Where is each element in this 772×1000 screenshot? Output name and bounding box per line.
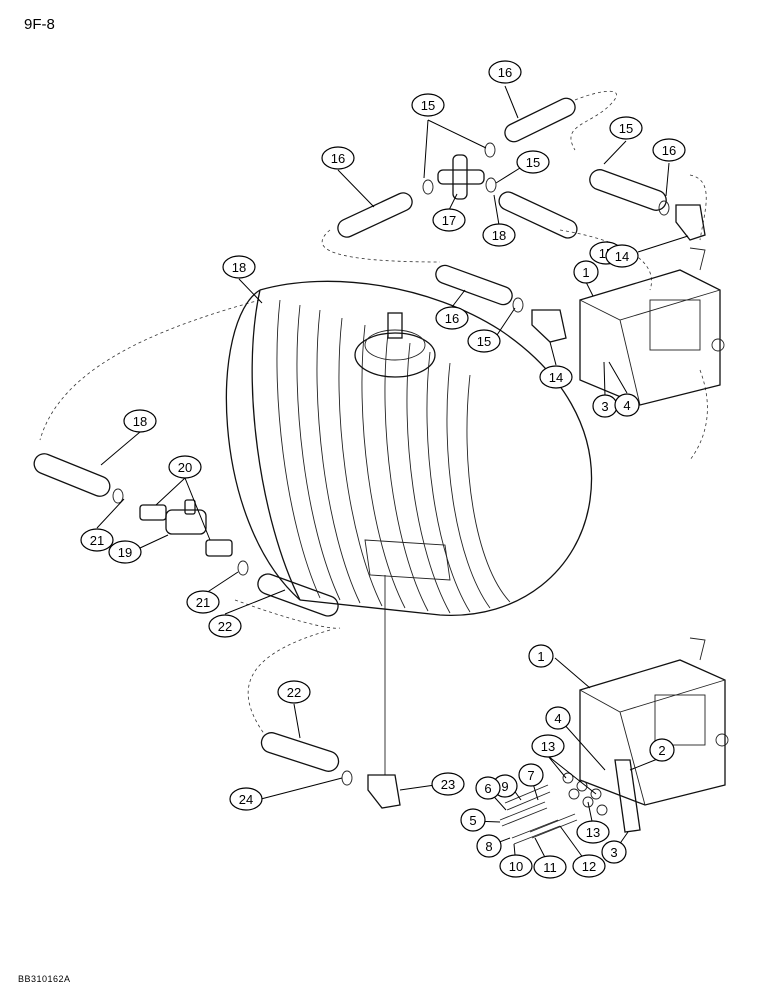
tank <box>225 280 593 616</box>
callout-13: 13 <box>576 820 610 844</box>
callout-24: 24 <box>229 787 263 811</box>
callout-number: 8 <box>485 839 492 854</box>
callout-8: 8 <box>476 834 502 858</box>
callout-number: 15 <box>619 121 633 136</box>
lower-hose <box>260 732 401 809</box>
callout-21: 21 <box>80 528 114 552</box>
callout-16: 16 <box>435 306 469 330</box>
callout-6: 6 <box>475 776 501 800</box>
hose-routing-lines <box>39 90 708 775</box>
callout-number: 16 <box>662 143 676 158</box>
callout-18: 18 <box>123 409 157 433</box>
callout-12: 12 <box>572 854 606 878</box>
callout-number: 11 <box>543 860 557 875</box>
callout-number: 7 <box>527 768 534 783</box>
page-code: 9F-8 <box>24 16 55 33</box>
lower-bracket <box>579 637 729 833</box>
callout-number: 21 <box>196 595 210 610</box>
callout-layer: 1615161516151718151411816151434182021192… <box>80 60 686 879</box>
callout-18: 18 <box>482 223 516 247</box>
callout-number: 1 <box>537 649 544 664</box>
callout-number: 24 <box>239 792 253 807</box>
callout-23: 23 <box>431 772 465 796</box>
drawing-code: BB310162A <box>18 974 71 984</box>
callout-17: 17 <box>432 208 466 232</box>
callout-3: 3 <box>601 840 627 864</box>
callout-22: 22 <box>277 680 311 704</box>
callout-number: 14 <box>549 370 563 385</box>
callout-number: 4 <box>554 711 561 726</box>
callout-2: 2 <box>649 738 675 762</box>
callout-5: 5 <box>460 808 486 832</box>
callout-number: 16 <box>498 65 512 80</box>
callout-15: 15 <box>516 150 550 174</box>
valve-assembly <box>33 453 339 617</box>
callout-number: 22 <box>287 685 301 700</box>
callout-15: 15 <box>411 93 445 117</box>
callout-number: 18 <box>492 228 506 243</box>
callout-number: 13 <box>586 825 600 840</box>
upper-bracket <box>579 247 725 406</box>
callout-11: 11 <box>533 855 567 879</box>
callout-3: 3 <box>592 394 618 418</box>
callout-number: 13 <box>541 739 555 754</box>
callout-15: 15 <box>609 116 643 140</box>
callout-number: 22 <box>218 619 232 634</box>
callout-16: 16 <box>321 146 355 170</box>
callout-number: 3 <box>601 399 608 414</box>
callout-16: 16 <box>488 60 522 84</box>
callout-number: 17 <box>442 213 456 228</box>
callout-number: 14 <box>615 249 629 264</box>
callout-number: 2 <box>658 743 665 758</box>
callout-4: 4 <box>614 393 640 417</box>
callout-1: 1 <box>528 644 554 668</box>
upper-hoses <box>337 97 706 343</box>
callout-4: 4 <box>545 706 571 730</box>
callout-number: 19 <box>118 545 132 560</box>
callout-number: 21 <box>90 533 104 548</box>
callout-number: 15 <box>526 155 540 170</box>
callout-number: 18 <box>232 260 246 275</box>
callout-number: 20 <box>178 460 192 475</box>
callout-number: 1 <box>582 265 589 280</box>
callout-number: 10 <box>509 859 523 874</box>
callout-number: 15 <box>421 98 435 113</box>
callout-18: 18 <box>222 255 256 279</box>
callout-15: 15 <box>467 329 501 353</box>
callout-16: 16 <box>652 138 686 162</box>
callout-number: 23 <box>441 777 455 792</box>
callout-7: 7 <box>518 763 544 787</box>
callout-number: 6 <box>484 781 491 796</box>
callout-21: 21 <box>186 590 220 614</box>
callout-14: 14 <box>539 365 573 389</box>
callout-number: 12 <box>582 859 596 874</box>
callout-1: 1 <box>573 260 599 284</box>
callout-number: 3 <box>610 845 617 860</box>
leader-lines <box>96 85 689 868</box>
callout-number: 16 <box>445 311 459 326</box>
callout-19: 19 <box>108 540 142 564</box>
callout-number: 4 <box>623 398 630 413</box>
callout-13: 13 <box>531 734 565 758</box>
callout-number: 9 <box>501 779 508 794</box>
callout-number: 18 <box>133 414 147 429</box>
callout-22: 22 <box>208 614 242 638</box>
callout-10: 10 <box>499 854 533 878</box>
callout-number: 15 <box>477 334 491 349</box>
small-parts <box>499 772 608 845</box>
callout-number: 5 <box>469 813 476 828</box>
callout-number: 16 <box>331 151 345 166</box>
callout-20: 20 <box>168 455 202 479</box>
callout-14: 14 <box>605 244 639 268</box>
